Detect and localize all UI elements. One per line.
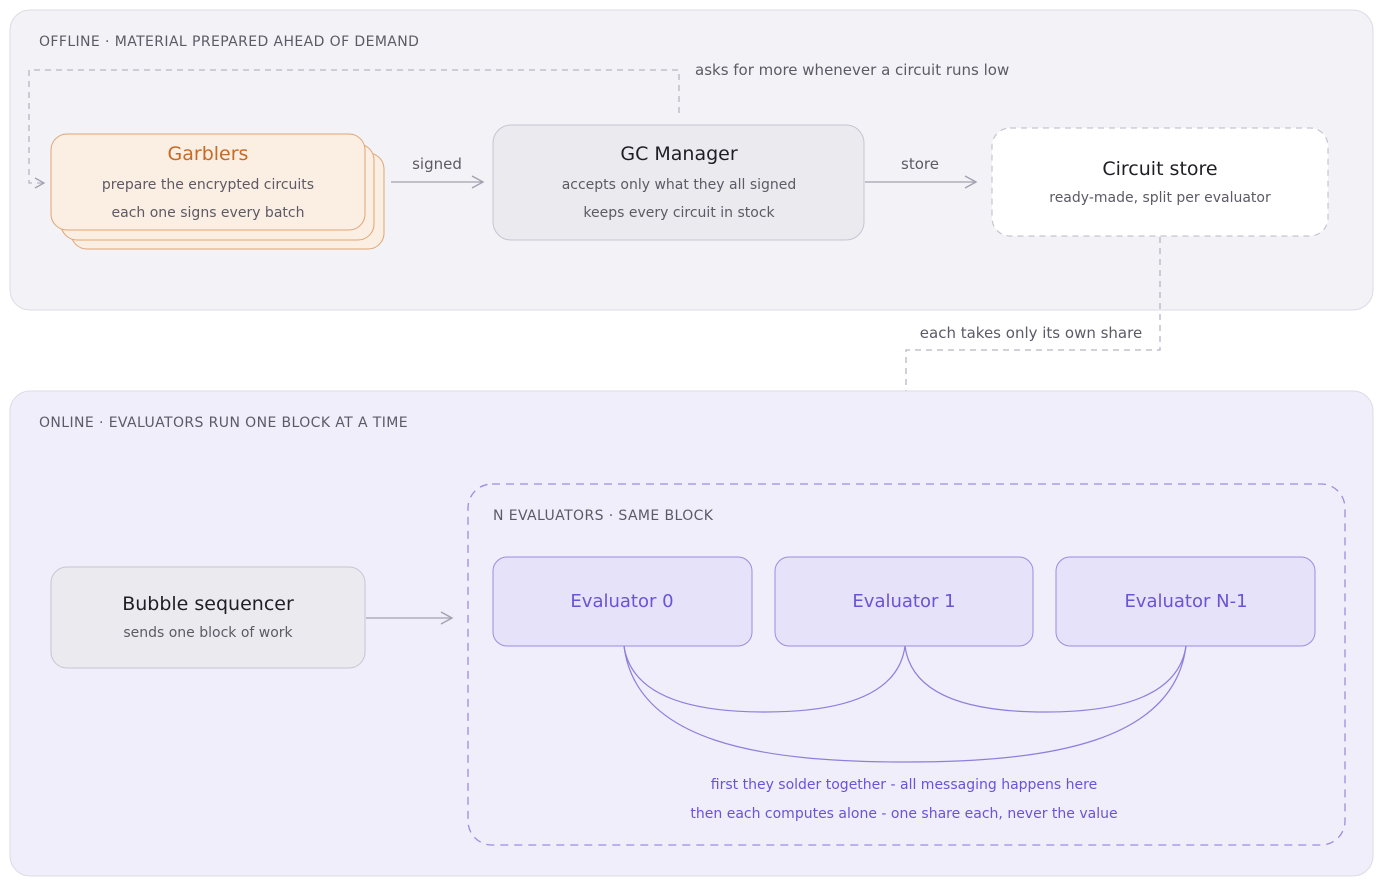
bubble-sequencer-title: Bubble sequencer	[122, 593, 294, 615]
gc-manager-title: GC Manager	[620, 143, 738, 165]
circuit-store-title: Circuit store	[1102, 158, 1217, 180]
evaluator-0-box	[492, 556, 753, 647]
feedback-label: asks for more whenever a circuit runs lo…	[695, 61, 1009, 79]
evaluator-1-label: Evaluator 1	[852, 591, 955, 612]
circuit-store-box	[991, 127, 1329, 237]
bubble-sequencer-line1: sends one block of work	[123, 625, 293, 641]
circuit-store-line1: ready-made, split per evaluator	[1049, 190, 1271, 206]
evaluators-note-1: first they solder together - all messagi…	[711, 777, 1097, 793]
evaluators-group-label: N EVALUATORS · SAME BLOCK	[493, 508, 714, 524]
bubble-sequencer-node: Bubble sequencer sends one block of work	[50, 566, 366, 669]
link-eval1-evaln	[904, 645, 1187, 713]
evaluator-1-box	[774, 556, 1034, 647]
garblers-line1: prepare the encrypted circuits	[102, 177, 314, 193]
gc-manager-line1: accepts only what they all signed	[562, 177, 797, 193]
garblers-node: Garblers prepare the encrypted circuits …	[50, 133, 385, 250]
evaluator-n-1-label: Evaluator N-1	[1124, 591, 1247, 612]
gc-manager-node: GC Manager accepts only what they all si…	[492, 124, 865, 241]
signed-label: signed	[412, 155, 462, 173]
circuit-store-node: Circuit store ready-made, split per eval…	[991, 127, 1329, 237]
evaluator-0-label: Evaluator 0	[570, 591, 673, 612]
link-eval0-eval1	[623, 645, 906, 713]
evaluators-group-border	[467, 483, 1346, 846]
link-eval0-evaln	[623, 645, 1187, 763]
garblers-line2: each one signs every batch	[112, 205, 305, 221]
evaluators-group: N EVALUATORS · SAME BLOCK Evaluator 0 Ev…	[467, 483, 1346, 846]
online-section-label: ONLINE · EVALUATORS RUN ONE BLOCK AT A T…	[39, 415, 408, 431]
handoff-label: each takes only its own share	[920, 324, 1142, 342]
offline-section-label: OFFLINE · MATERIAL PREPARED AHEAD OF DEM…	[39, 34, 419, 50]
gc-manager-box	[492, 124, 865, 241]
handoff-connector	[899, 237, 1161, 470]
garblers-card-front	[50, 133, 366, 231]
garblers-title: Garblers	[168, 143, 249, 165]
store-label: store	[901, 155, 939, 173]
bubble-sequencer-box	[50, 566, 366, 669]
evaluators-note-2: then each computes alone - one share eac…	[690, 806, 1117, 822]
feedback-loop-connector	[28, 69, 680, 189]
gc-manager-line2: keeps every circuit in stock	[583, 205, 775, 221]
